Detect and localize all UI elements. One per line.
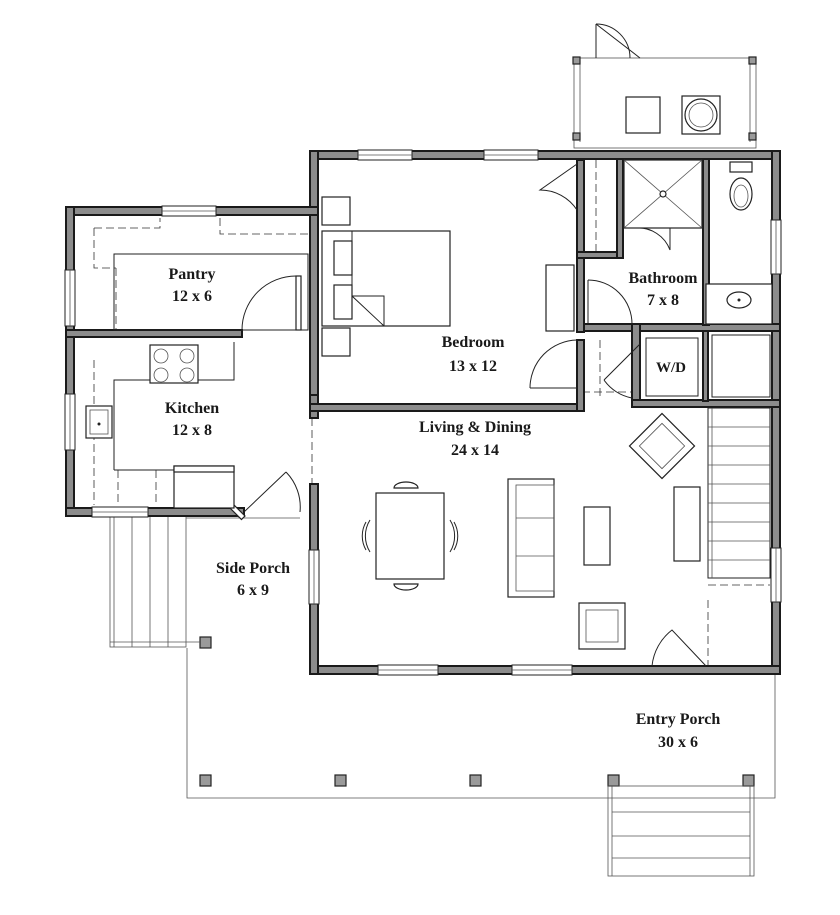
room-name-pantry: Pantry bbox=[168, 266, 215, 283]
room-labels: Pantry 12 x 6 Kitchen 12 x 8 Bedroom 13 … bbox=[165, 266, 721, 751]
rear-deck bbox=[572, 23, 757, 149]
dining-chair bbox=[364, 519, 371, 553]
toilet bbox=[729, 177, 753, 211]
laundry bbox=[645, 334, 771, 398]
room-size-bathroom: 7 x 8 bbox=[647, 292, 679, 309]
room-name-side-porch: Side Porch bbox=[216, 560, 290, 577]
toilet-tank bbox=[729, 161, 753, 173]
room-size-kitchen: 12 x 8 bbox=[172, 422, 212, 439]
dining-table bbox=[375, 492, 445, 580]
range-cooktop bbox=[149, 344, 199, 384]
room-name-bedroom: Bedroom bbox=[442, 334, 505, 351]
porch-post bbox=[334, 774, 347, 787]
room-name-bathroom: Bathroom bbox=[628, 270, 698, 287]
side-porch-steps bbox=[109, 514, 300, 648]
outdoor-table bbox=[625, 96, 661, 134]
dining-chair bbox=[393, 583, 419, 591]
doors bbox=[208, 163, 707, 667]
porch-post bbox=[742, 774, 755, 787]
armchair bbox=[628, 412, 696, 480]
dresser bbox=[545, 264, 575, 332]
deck-gate bbox=[595, 23, 631, 59]
living-furniture bbox=[361, 412, 701, 650]
sofa bbox=[507, 478, 555, 598]
bedroom-furniture bbox=[321, 196, 575, 357]
nightstand bbox=[321, 196, 351, 226]
dining-chair bbox=[393, 481, 419, 489]
coffee-table bbox=[583, 506, 611, 566]
stairs bbox=[707, 407, 771, 579]
nightstand bbox=[321, 327, 351, 357]
entry-steps bbox=[607, 785, 755, 877]
room-name-entry-porch: Entry Porch bbox=[636, 711, 721, 728]
porch-post bbox=[199, 636, 212, 649]
media-console bbox=[673, 486, 701, 562]
armchair bbox=[578, 602, 626, 650]
room-name-living: Living & Dining bbox=[419, 419, 531, 436]
room-size-bedroom: 13 x 12 bbox=[449, 358, 497, 375]
room-size-entry-porch: 30 x 6 bbox=[658, 734, 698, 751]
windows bbox=[64, 149, 782, 676]
room-name-kitchen: Kitchen bbox=[165, 400, 219, 417]
porch-post bbox=[199, 774, 212, 787]
room-size-living: 24 x 14 bbox=[451, 442, 499, 459]
dining-chair bbox=[449, 519, 456, 553]
room-size-pantry: 12 x 6 bbox=[172, 288, 212, 305]
room-size-side-porch: 6 x 9 bbox=[237, 582, 269, 599]
pantry-counter bbox=[113, 253, 309, 331]
porch-post bbox=[469, 774, 482, 787]
entry-porch-deck bbox=[186, 636, 776, 799]
washer-dryer-label: W/D bbox=[656, 360, 686, 376]
bathroom-fixtures bbox=[623, 159, 773, 325]
kitchen-fixtures bbox=[85, 342, 235, 509]
porch-post bbox=[607, 774, 620, 787]
